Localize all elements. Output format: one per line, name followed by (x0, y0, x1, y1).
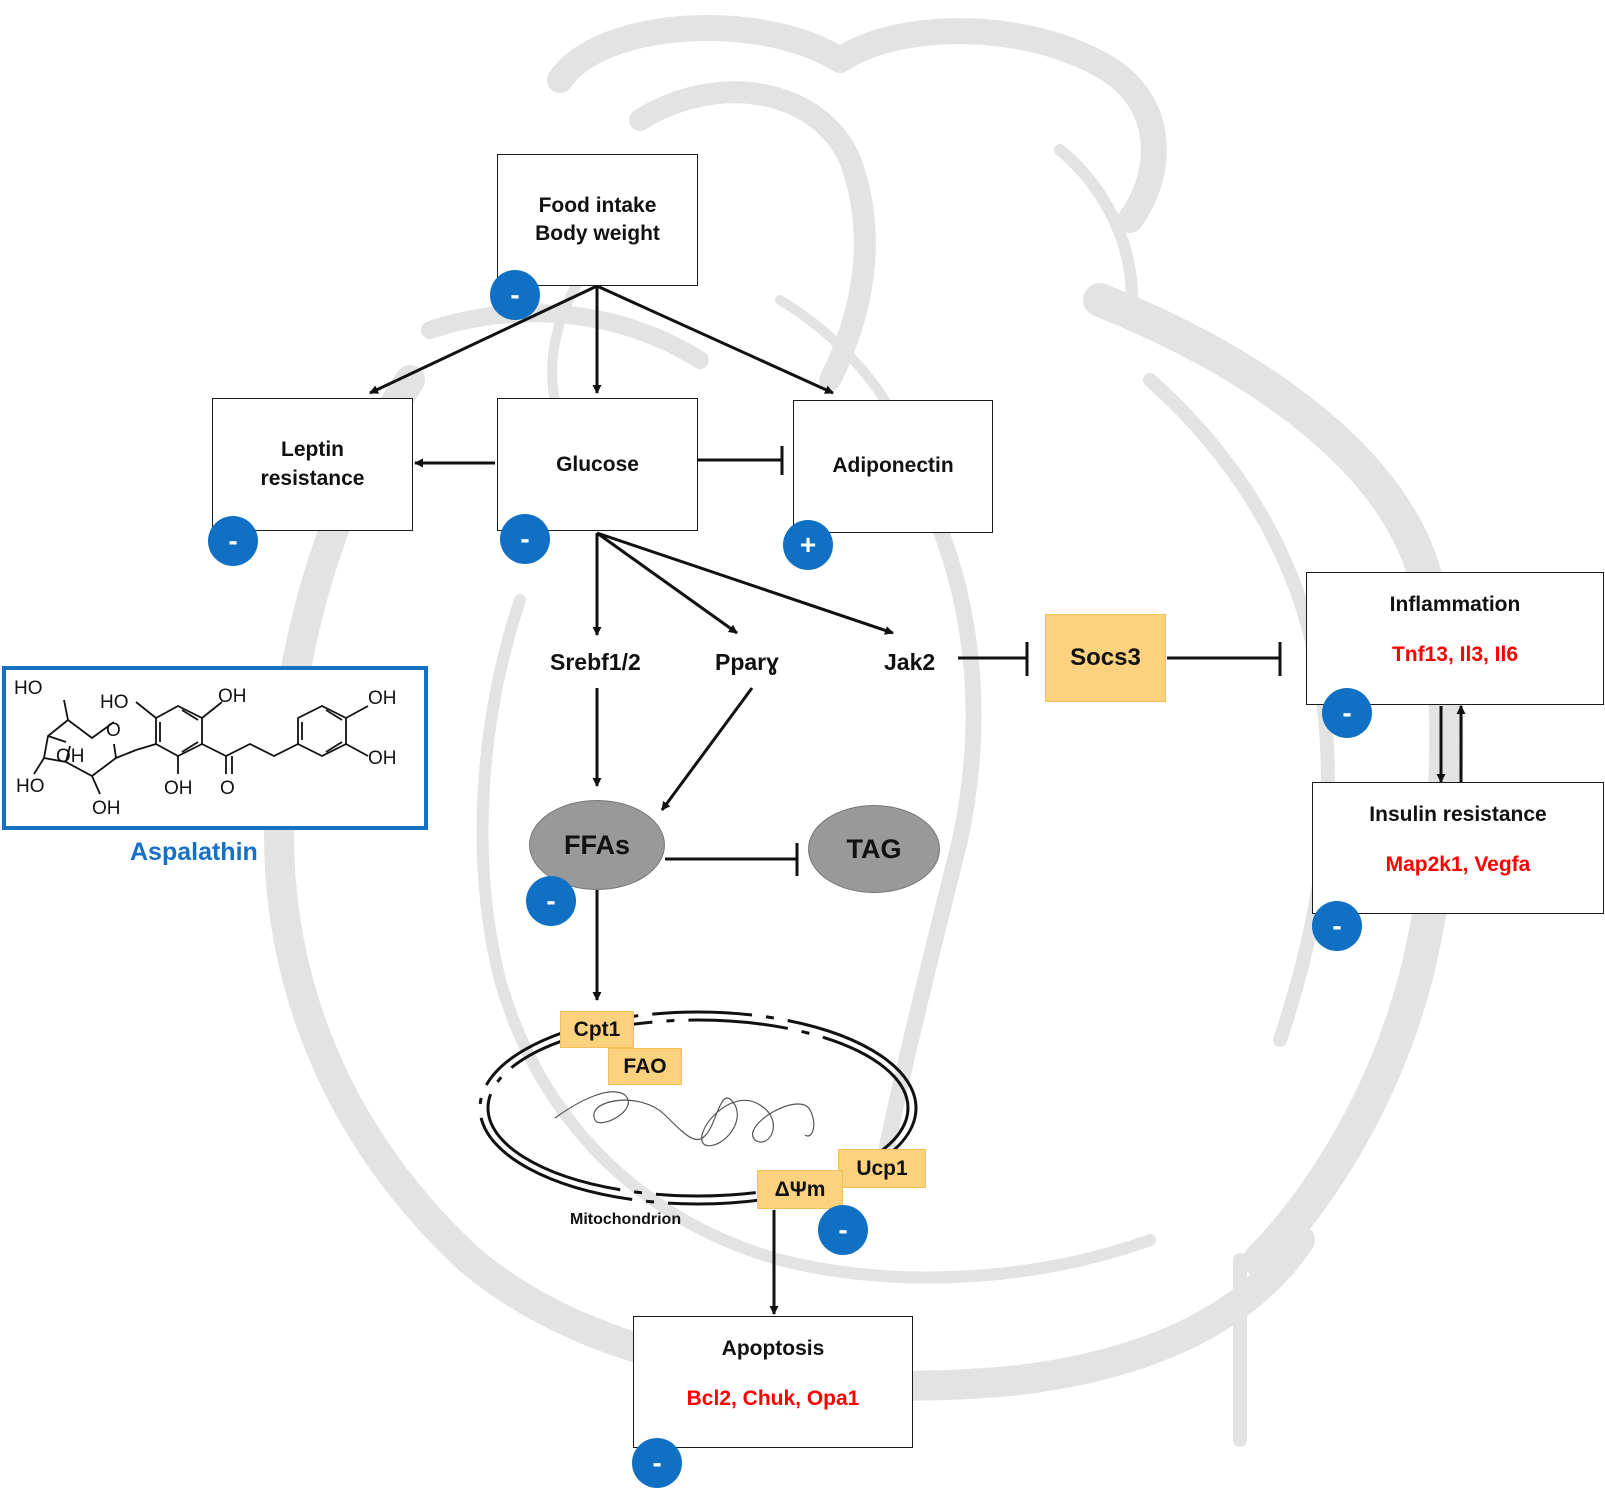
ucp1-label: Ucp1 (856, 1156, 908, 1180)
glucose-box: Glucose (497, 398, 698, 531)
glucose-effect-badge: - (500, 514, 550, 564)
arrow-food-to-leptin (369, 284, 598, 395)
ffas-effect-badge: - (526, 876, 576, 926)
adiponectin-label: Adiponectin (832, 454, 954, 478)
pparg-label: Pparɣ (715, 649, 779, 675)
socs3-label: Socs3 (1070, 644, 1141, 671)
atom-oh-ring-top: OH (218, 686, 247, 707)
socs3-box: Socs3 (1045, 614, 1166, 702)
atom-o-ketone: O (220, 778, 235, 799)
insulin-resistance-label: Insulin resistance (1369, 803, 1547, 826)
food-effect-badge: - (490, 270, 540, 320)
cpt1-label: Cpt1 (573, 1017, 621, 1041)
mito-effect-badge: - (818, 1205, 868, 1255)
apoptosis-label: Apoptosis (721, 1337, 825, 1360)
fao-label: FAO (623, 1054, 667, 1078)
arrow-glucose-to-pparg (596, 531, 738, 635)
arrow-pparg-to-ffas (660, 687, 754, 811)
apoptosis-box: Apoptosis Bcl2, Chuk, Opa1 (633, 1316, 913, 1448)
insulin-resistance-box: Insulin resistance Map2k1, Vegfa (1312, 782, 1604, 914)
tag-oval: TAG (808, 805, 940, 893)
atom-oh-catechol-2: OH (368, 748, 397, 769)
adiponectin-effect-badge: + (783, 520, 833, 570)
body-weight-label: Body weight (535, 222, 660, 245)
atom-ho-top: HO (14, 678, 43, 699)
aspalathin-structure-svg: HO O HO OH OH OH OH HO OH OH O (14, 678, 397, 819)
atom-oh-sugar-2: OH (92, 798, 121, 819)
leptin-effect-badge: - (208, 516, 258, 566)
resistance-label: resistance (260, 466, 365, 490)
apoptosis-genes: Bcl2, Chuk, Opa1 (686, 1387, 860, 1411)
inflammation-genes: Tnf13, Il3, Il6 (1391, 643, 1519, 667)
arrow-glucose-to-jak2 (596, 531, 894, 635)
ffas-oval: FFAs (529, 800, 665, 890)
membrane-potential-tag: ΔΨm (757, 1170, 843, 1209)
aspalathin-structure-box: HO O HO OH OH OH OH HO OH OH O (2, 666, 428, 830)
glucose-label: Glucose (556, 453, 639, 476)
arrow-food-to-adiponectin (596, 284, 834, 395)
leptin-resistance-box: Leptin resistance (212, 398, 413, 531)
ffas-label: FFAs (563, 829, 630, 860)
adiponectin-box: Adiponectin (793, 400, 993, 533)
atom-ho-sugar: HO (16, 776, 45, 797)
leptin-label: Leptin (281, 438, 344, 462)
jak2-label: Jak2 (884, 649, 936, 675)
inflammation-label: Inflammation (1389, 593, 1521, 616)
aspalathin-label: Aspalathin (130, 838, 258, 866)
srebf-label: Srebf1/2 (550, 649, 641, 675)
insulin-effect-badge: - (1312, 901, 1362, 951)
atom-oh-catechol-1: OH (368, 688, 397, 709)
atom-ho-ring: HO (100, 692, 129, 713)
apoptosis-effect-badge: - (632, 1438, 682, 1488)
cpt1-tag: Cpt1 (560, 1011, 634, 1048)
atom-oh-sugar-1: OH (56, 746, 85, 767)
food-intake-box: Food intake Body weight (497, 154, 698, 286)
inflammation-effect-badge: - (1322, 688, 1372, 738)
insulin-genes: Map2k1, Vegfa (1385, 853, 1531, 877)
mitochondrion-membrane (478, 1010, 918, 1206)
food-intake-label: Food intake (538, 193, 657, 217)
atom-o-ring: O (106, 720, 121, 741)
inflammation-box: Inflammation Tnf13, Il3, Il6 (1306, 572, 1604, 705)
atom-oh-ring-bottom: OH (164, 778, 193, 799)
membrane-potential-label: ΔΨm (774, 1177, 826, 1201)
mitochondrial-dna-squiggle (554, 1091, 815, 1147)
mitochondrion-label: Mitochondrion (570, 1211, 682, 1228)
ucp1-tag: Ucp1 (838, 1149, 926, 1188)
tag-label: TAG (846, 833, 902, 864)
fao-tag: FAO (608, 1048, 682, 1085)
